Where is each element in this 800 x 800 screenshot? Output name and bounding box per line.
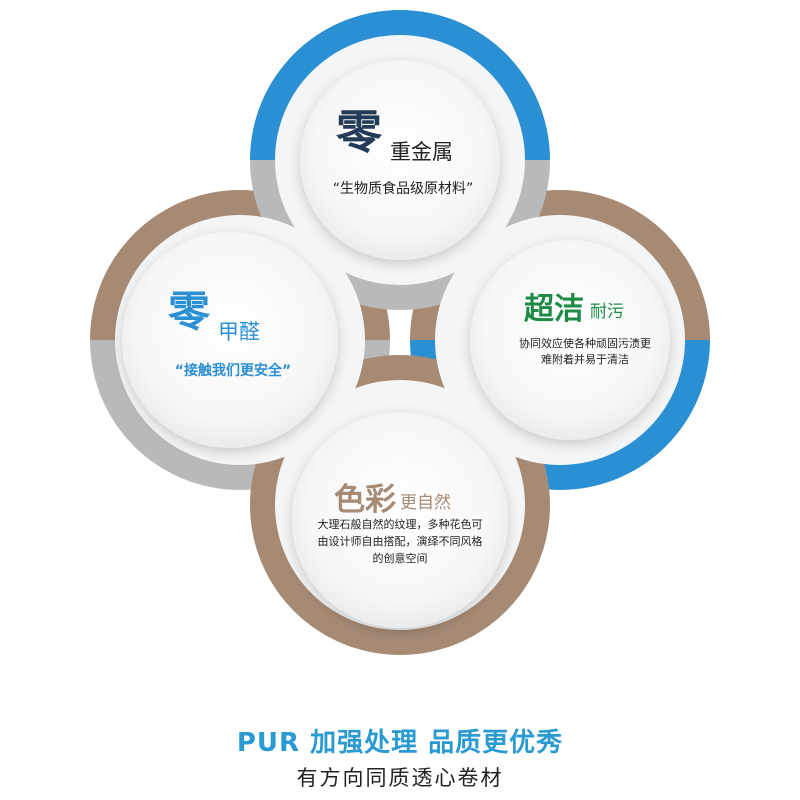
left-desc: “接触我们更安全” bbox=[174, 363, 292, 379]
bottom-big-char: 色彩 bbox=[334, 482, 396, 518]
bottom-desc-line3: 的创意空间 bbox=[372, 552, 428, 565]
footer-subline: 有方向同质透心卷材 bbox=[296, 766, 504, 790]
right-desc-line1: 协同效应使各种顽固污渍更 bbox=[519, 337, 651, 350]
right-big-char: 超洁 bbox=[524, 292, 584, 327]
footer-headline: PUR 加强处理 品质更优秀 bbox=[236, 728, 564, 758]
top-desc: “生物质食品级原材料” bbox=[332, 181, 474, 197]
left-disc bbox=[122, 232, 338, 448]
left-big-char: 零 bbox=[168, 287, 211, 336]
bottom-disc bbox=[292, 412, 508, 628]
bottom-desc-line2: 由设计师自由搭配，演绎不同风格 bbox=[317, 535, 483, 548]
right-title: 耐污 bbox=[590, 302, 624, 322]
top-title: 重金属 bbox=[390, 140, 453, 164]
top-disc bbox=[300, 60, 500, 260]
bottom-desc-line1: 大理石般自然的纹理，多种花色可 bbox=[317, 518, 483, 531]
left-title: 甲醛 bbox=[218, 320, 260, 344]
right-desc-line2: 难附着并易于清洁 bbox=[541, 353, 629, 366]
bottom-title: 更自然 bbox=[400, 493, 451, 513]
right-disc bbox=[470, 240, 670, 440]
top-big-char: 零 bbox=[336, 105, 382, 159]
